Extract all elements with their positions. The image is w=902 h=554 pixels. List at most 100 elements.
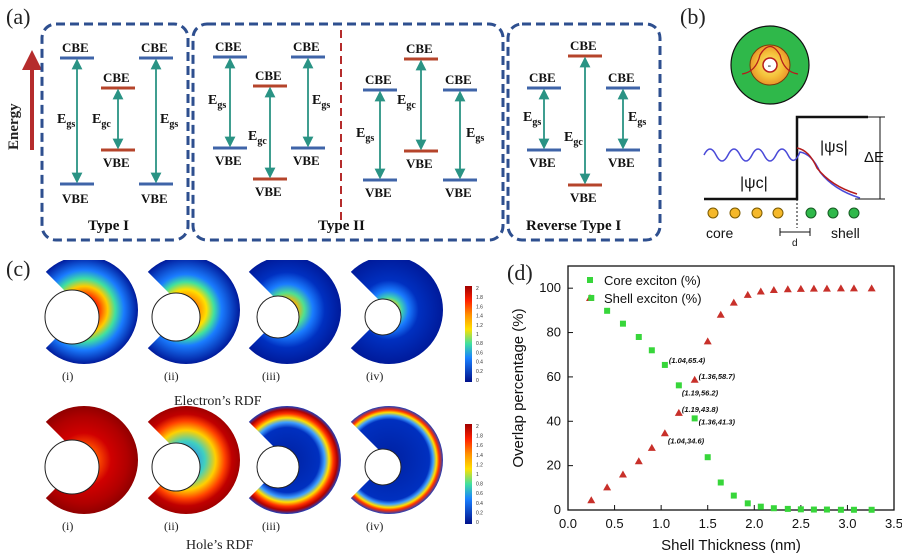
hole-rdf-ii — [147, 406, 240, 514]
core-exciton-point — [588, 294, 595, 301]
svg-text:CBE: CBE — [570, 38, 597, 53]
type1-frame — [40, 22, 190, 242]
point-annotation: (1.19,43.8) — [682, 405, 719, 414]
core-exciton-point — [868, 506, 875, 513]
hole-rdf-title: Hole’s RDF — [186, 538, 254, 553]
svg-text:VBE: VBE — [62, 191, 89, 206]
shell-exciton-point — [796, 284, 805, 292]
colorbar-tick-label: 0.8 — [476, 341, 483, 347]
colorbar-tick-label: 2 — [476, 286, 479, 292]
panel-a-label: (a) — [6, 4, 31, 29]
colorbar-tick-label: 0 — [476, 378, 479, 384]
core-exciton-point — [661, 361, 668, 368]
core-exciton-point — [675, 382, 682, 389]
shell-exciton-point — [809, 284, 818, 292]
electron-rdf-ii — [147, 260, 240, 364]
legend-marker-core — [587, 277, 593, 283]
x-tick-label: 2.5 — [792, 516, 810, 531]
shell-exciton-point — [690, 375, 699, 383]
svg-text:Egs: Egs — [57, 112, 75, 130]
energy-label: Energy — [6, 103, 22, 150]
colorbar-tick-label: 0 — [476, 520, 479, 526]
svg-text:Egs: Egs — [466, 126, 484, 144]
shell-exciton-point — [647, 443, 656, 451]
electron-numeral-i: (i) — [62, 369, 73, 383]
y-tick-label: 0 — [554, 502, 561, 517]
core-exciton-point — [850, 506, 857, 513]
colorbar-tick-label: 1.6 — [476, 443, 483, 449]
delta-e-label: ΔE — [864, 149, 884, 166]
svg-text:CBE: CBE — [608, 70, 635, 85]
colorbar-tick-label: 1.2 — [476, 323, 483, 329]
core-exciton-point — [797, 506, 804, 513]
y-tick-label: 40 — [547, 413, 561, 428]
svg-text:CBE: CBE — [62, 40, 89, 55]
legend: Core exciton (%)Shell exciton (%) — [586, 273, 702, 306]
type2-left-diagram — [213, 55, 325, 181]
core-exciton-point — [810, 506, 817, 513]
hole-rdf-iii — [248, 406, 341, 514]
core-exciton-point — [619, 320, 626, 327]
y-tick-label: 60 — [547, 369, 561, 384]
shell-exciton-point — [716, 310, 725, 318]
core-exciton-point — [744, 500, 751, 507]
electron-rdf-iv — [350, 260, 444, 364]
panel-c-rdf: 21.81.61.41.210.80.60.40.20 21.81.61.41.… — [44, 260, 483, 553]
x-tick-label: 1.5 — [699, 516, 717, 531]
type2-title: Type II — [318, 218, 365, 234]
shell-exciton-point — [783, 285, 792, 293]
y-tick-label: 100 — [539, 280, 561, 295]
gap-labels: Egs Egc Egs Egs Egc Egs Egs Egc Egs Egs … — [57, 93, 646, 148]
hole-colorbar — [465, 424, 472, 524]
svg-text:Egc: Egc — [92, 112, 111, 130]
shell-exciton-point — [743, 290, 752, 298]
svg-text:Egc: Egc — [248, 129, 267, 147]
shell-exciton-point — [603, 483, 612, 491]
core-exciton-point — [730, 492, 737, 499]
svg-text:CBE: CBE — [215, 39, 242, 54]
annotations: (1.04,65.4)(1.36,58.7)(1.19,56.2)(1.19,4… — [668, 356, 736, 445]
shell-exciton-point — [634, 457, 643, 465]
hole-numeral-ii: (ii) — [164, 519, 179, 533]
colorbar-tick-label: 1.8 — [476, 434, 483, 440]
shell-exciton-point — [756, 287, 765, 295]
x-tick-label: 3.5 — [885, 516, 902, 531]
svg-text:CBE: CBE — [293, 39, 320, 54]
svg-text:CBE: CBE — [255, 68, 282, 83]
x-axis-label: Shell Thickness (nm) — [661, 537, 801, 554]
electron-numeral-iv: (iv) — [366, 369, 383, 383]
legend-label: Core exciton (%) — [604, 273, 701, 288]
x-tick-label: 0.5 — [606, 516, 624, 531]
x-tick-label: 3.0 — [838, 516, 856, 531]
svg-text:VBE: VBE — [570, 190, 597, 205]
core-exciton-point — [823, 506, 830, 513]
colorbar-tick-label: 1 — [476, 472, 479, 478]
svg-text:VBE: VBE — [255, 184, 282, 199]
psi-s-label: |ψs| — [820, 139, 848, 156]
type1-diagram — [60, 56, 173, 186]
reverse-frame — [506, 22, 662, 242]
core-exciton-point — [784, 505, 791, 512]
svg-text:CBE: CBE — [529, 70, 556, 85]
svg-text:Egs: Egs — [356, 126, 374, 144]
plot-frame — [567, 265, 895, 511]
reverse-diagram — [527, 54, 640, 187]
colorbar-tick-label: 1 — [476, 332, 479, 338]
psi-c-label: |ψc| — [740, 175, 768, 192]
point-annotation: (1.04,65.4) — [669, 356, 706, 365]
panel-b-label: (b) — [680, 4, 706, 29]
svg-text:CBE: CBE — [103, 70, 130, 85]
svg-text:Egs: Egs — [208, 93, 226, 111]
shell-exciton-point — [703, 337, 712, 345]
electron-colorbar — [465, 286, 472, 382]
d-label: d — [792, 238, 798, 249]
colorbar-tick-label: 1.6 — [476, 304, 483, 310]
svg-text:VBE: VBE — [365, 185, 392, 200]
series-marks — [587, 284, 876, 513]
reverse-title: Reverse Type I — [526, 218, 621, 234]
panel-d-label: (d) — [507, 260, 533, 285]
